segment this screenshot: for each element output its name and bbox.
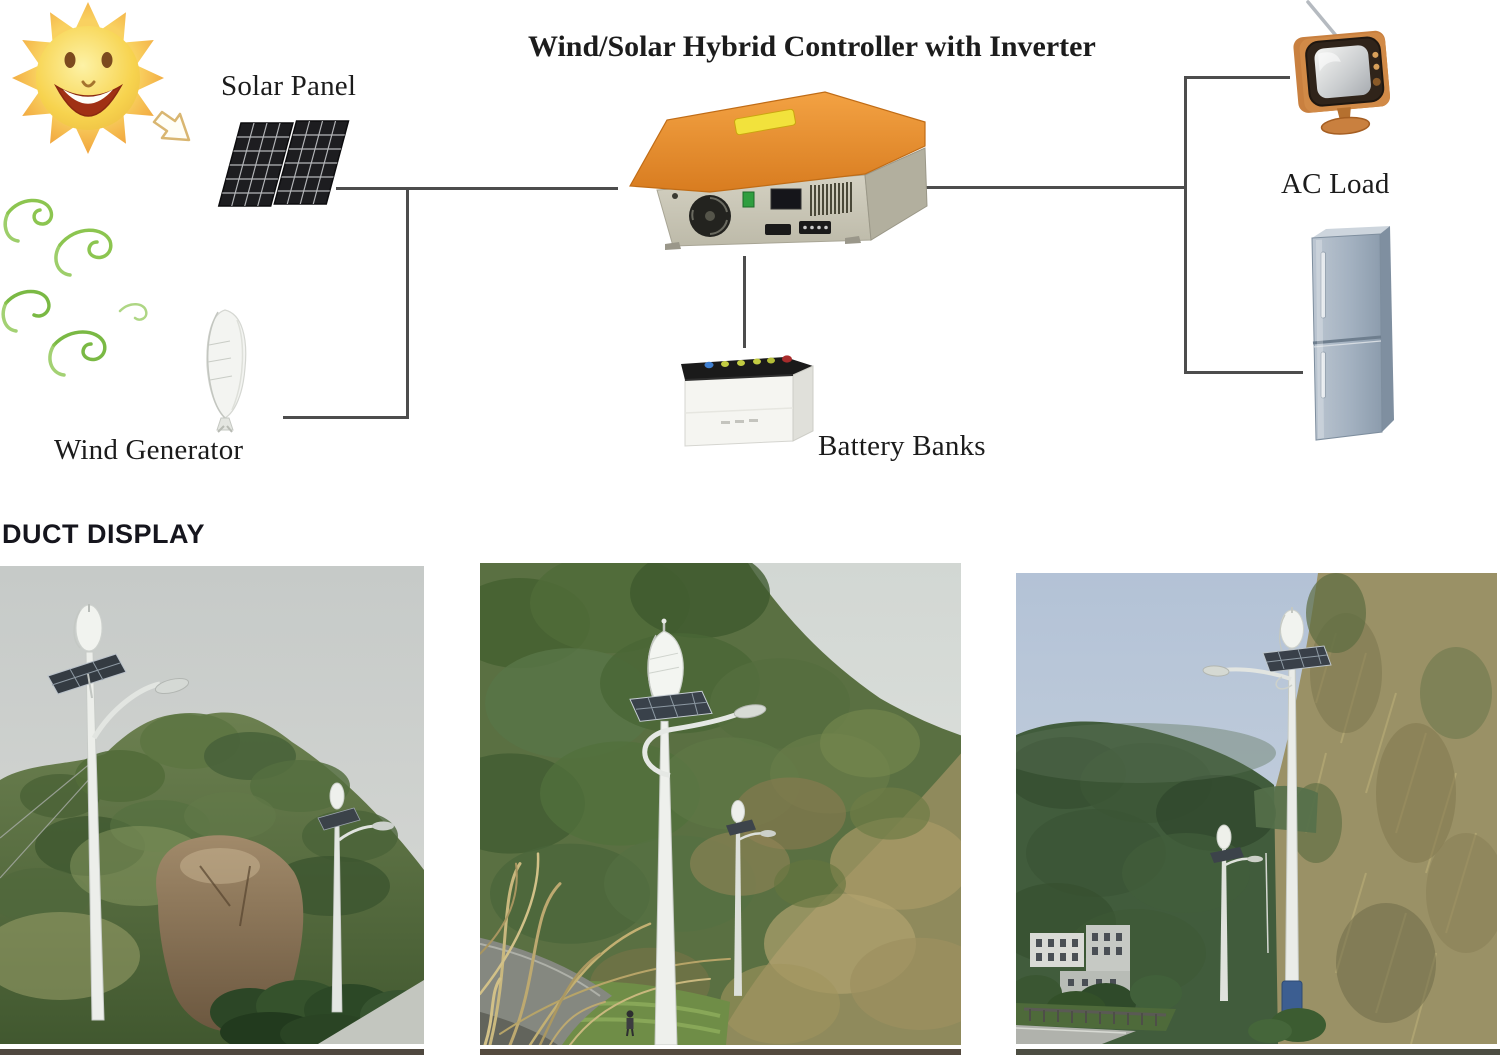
hybrid-controller-inverter-icon	[629, 91, 928, 250]
wind-gust-swirls-icon	[1, 198, 148, 377]
diagram-title: Wind/Solar Hybrid Controller with Invert…	[528, 30, 1096, 63]
battery-bank-icon	[681, 355, 814, 447]
photo3-main-street-light	[1202, 607, 1332, 1043]
photo1-main-street-light	[47, 604, 190, 1021]
solar-panel-pair-icon	[217, 120, 350, 207]
television-icon	[1293, 0, 1391, 135]
wire-controller-to-ac	[850, 186, 1187, 189]
battery-banks-label: Battery Banks	[818, 430, 986, 462]
solar-panel-label: Solar Panel	[221, 70, 357, 102]
ac-load-label: AC Load	[1281, 168, 1390, 200]
photo3-guardrail	[1023, 1007, 1167, 1026]
cropped-photo-strip-1	[0, 1049, 424, 1055]
photo2-pedestrian	[626, 1010, 634, 1037]
vertical-axis-wind-turbine-icon	[206, 309, 247, 433]
refrigerator-icon	[1311, 226, 1394, 441]
cropped-photo-strip-3	[1016, 1049, 1500, 1055]
tv-screen	[1314, 45, 1371, 99]
photo3-background-street-light	[1210, 824, 1263, 1001]
sun-icon	[12, 2, 191, 154]
photo1-background-street-light	[317, 782, 394, 1013]
street-light-mountain-road-photo	[480, 563, 961, 1045]
wind-generator-label: Wind Generator	[54, 434, 244, 466]
wire-to-tv	[1187, 76, 1290, 79]
street-light-valley-road-photo	[1016, 573, 1497, 1044]
wire-controller-to-battery	[743, 256, 746, 348]
tv-antenna	[1306, 0, 1340, 40]
sunlight-arrow-icon	[152, 110, 191, 142]
cropped-photo-strip-2	[480, 1049, 961, 1055]
wire-to-fridge	[1187, 371, 1303, 374]
street-light-hillside-photo	[0, 566, 424, 1044]
wire-solar-to-controller	[336, 187, 618, 190]
wire-wind-to-junction	[283, 416, 409, 419]
wire-junction-vertical	[406, 187, 409, 419]
wire-ac-vertical	[1184, 76, 1187, 374]
photo2-background-street-light	[726, 799, 776, 996]
display-section-heading: DUCT DISPLAY	[2, 519, 206, 549]
photo2-main-street-light	[629, 618, 767, 1045]
